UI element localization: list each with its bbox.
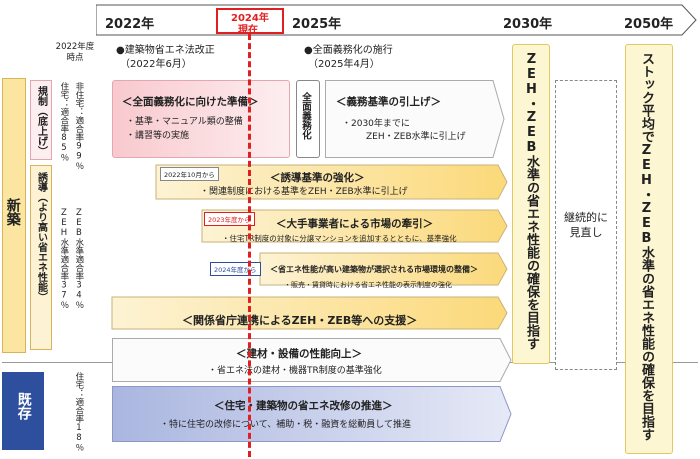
inducement-arrows [111,164,508,330]
market-env-title: ＜省エネ性能が高い建築物が選択される市場環境の整備＞ [270,265,478,274]
existing-category [2,372,44,450]
raise-standard-arrow [325,80,505,158]
regulation-category [30,80,52,160]
market-env-start-tag: 2024年度から [210,262,261,276]
ministries-support-title: ＜関係省庁連携によるZEH・ZEB等への支援＞ [182,314,418,327]
now-dashed-line [248,34,251,457]
year-2030: 2030年 [503,17,553,32]
large-firms-item: ・住宅TR制度の対象に分譲マンションを追加するとともに、基準強化 [222,234,457,243]
now-marker-box [216,8,284,34]
milestone-law-amendment-date: （2022年6月） [120,59,192,70]
raise-standard-item-1: ・2030年までに [342,119,410,129]
materials-item: ・省エネ法の建材・機器TR制度の基準強化 [208,366,382,376]
market-env-item: ・販売・賃貸時における省エネ性能の表示制度の強化 [284,281,452,289]
year-2022: 2022年 [105,17,155,32]
retrofit-title: ＜住宅・建築物の省エネ改修の推進＞ [214,400,393,412]
baseline-year-label: 2022年度 時点 [55,42,95,63]
full-mandate-prep-title: ＜全面義務化に向けた準備＞ [122,96,259,108]
new-build-label: 新築 [4,198,21,226]
target-2030-box [512,44,550,364]
full-mandate-label: 全面義務化 [299,92,311,140]
milestone-law-amendment: ●建築物省エネ法改正 [116,45,215,56]
induce-standard-title: ＜誘導基準の強化＞ [270,172,365,184]
year-2025: 2025年 [292,17,342,32]
inducement-category [30,165,52,350]
retrofit-arrow [112,386,512,442]
new-build-category [2,78,26,353]
full-mandate-box [296,80,320,158]
full-mandate-prep-item-2: ・講習等の実施 [126,131,190,141]
inducement-label: 誘導（より高い省エネ性能） [35,172,47,302]
induce-start-tag: 2022年10月から [160,167,219,181]
target-2050-text: ストック平均でZEH・ZEB水準の省エネ性能の確保を目指す [639,52,654,441]
raise-standard-title: ＜義務基準の引上げ＞ [336,96,441,108]
large-firms-start-tag: 2023年度から [204,212,255,226]
review-text: 継続的に見直し [564,211,608,239]
stat-ind-res: ZEH水準適合率37％ [58,208,69,309]
full-mandate-prep-box [112,80,290,158]
regulation-label: 規制（底上げ） [35,86,47,156]
year-2050: 2050年 [624,17,674,32]
year-2024: 2024年 [231,13,269,24]
target-2030-text: ZEH・ZEB水準の省エネ性能の確保を目指す [524,52,539,350]
stat-reg-res: 住宅：適合率85％ [58,82,69,162]
large-firms-title: ＜大手事業者による市場の牽引＞ [276,218,434,230]
target-2050-box [625,44,673,454]
full-mandate-prep-item-1: ・基準・マニュアル類の整備 [126,117,243,127]
materials-title: ＜建材・設備の性能向上＞ [236,348,362,360]
existing-label: 既存 [15,392,32,420]
retrofit-item: ・特に住宅の改修について、補助・税・融資を総動員して推進 [160,420,412,430]
stat-ind-nonres: ZEB水準適合率34％ [73,208,84,309]
stat-reg-nonres: 非住宅：適合率99％ [73,82,84,170]
milestone-full-mandate: ●全面義務化の施行 [304,45,393,56]
materials-arrow [112,338,512,382]
timeline-arrow [96,4,697,36]
milestone-full-mandate-date: （2025年4月） [308,59,380,70]
induce-standard-item: ・関連制度における基準をZEH・ZEB水準に引上げ [200,187,408,197]
raise-standard-item-2: ZEH・ZEB水準に引上げ [366,132,466,142]
now-label: 現在 [238,25,258,36]
stat-existing-res: 住宅：適合率18％ [73,372,84,452]
review-box [555,80,617,370]
